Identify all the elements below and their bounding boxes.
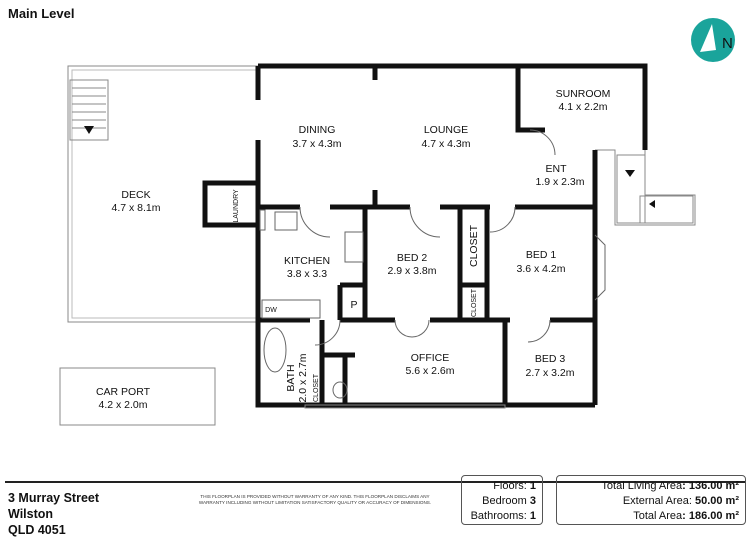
room-bed1: BED 1 [526, 249, 557, 261]
total-area-label: Total Area [633, 510, 683, 522]
floor-plan: N [59, 18, 735, 426]
footer-divider [5, 481, 745, 483]
room-lounge-size: 4.7 x 4.3m [421, 138, 470, 150]
room-deck-size: 4.7 x 8.1m [111, 202, 160, 214]
living-area-label: Total Living Area [601, 480, 683, 492]
room-closet-bed2: CLOSET [468, 224, 480, 267]
room-carport-size: 4.2 x 2.0m [98, 399, 147, 411]
address-state-postcode: QLD 4051 [8, 523, 66, 537]
floor-title: Main Level [8, 6, 75, 21]
room-kitchen: KITCHEN [284, 255, 330, 267]
bedroom-value: 3 [529, 495, 536, 507]
room-deck: DECK [121, 189, 150, 201]
room-dining-size: 3.7 x 4.3m [292, 138, 341, 150]
bathrooms-label: Bathrooms: [470, 510, 530, 522]
room-labels: DINING 3.7 x 4.3m LOUNGE 4.7 x 4.3m SUNR… [96, 88, 610, 411]
room-sunroom: SUNROOM [556, 88, 611, 100]
bathrooms-value: 1 [529, 510, 536, 522]
room-bath: BATH [285, 364, 297, 391]
floors-label: Floors: [493, 480, 530, 492]
room-office: OFFICE [411, 352, 450, 364]
compass: N [691, 18, 735, 62]
room-lounge: LOUNGE [424, 124, 468, 136]
room-ent-size: 1.9 x 2.3m [535, 176, 584, 188]
room-ent: ENT [546, 163, 568, 175]
deck-outline [59, 65, 696, 426]
external-area-value: 50.00 m² [694, 495, 739, 507]
room-bath-size: 2.0 x 2.7m [297, 353, 309, 402]
area-summary-box: Total Living Area: 136.00 m² External Ar… [556, 475, 746, 525]
room-bed2: BED 2 [397, 252, 428, 264]
living-area-value: : 136.00 m² [682, 480, 739, 492]
disclaimer: THIS FLOORPLAN IS PROVIDED WITHOUT WARRA… [198, 494, 432, 505]
room-counts-box: Floors: 1 Bedroom 3 Bathrooms: 1 [461, 475, 543, 525]
floors-value: 1 [529, 480, 536, 492]
bedroom-label: Bedroom [482, 495, 530, 507]
room-laundry: LAUNDRY [233, 189, 240, 223]
room-closet-bed1: CLOSET [471, 288, 478, 317]
total-area-value: : 186.00 m² [682, 510, 739, 522]
room-dining: DINING [299, 124, 336, 136]
room-bed1-size: 3.6 x 4.2m [516, 263, 565, 275]
room-bed3-size: 2.7 x 3.2m [525, 367, 574, 379]
room-carport: CAR PORT [96, 386, 151, 398]
arrows [84, 126, 655, 208]
north-compass-icon: N [722, 35, 733, 52]
address: 3 Murray Street Wilston QLD 4051 [8, 490, 99, 538]
fixtures [259, 129, 606, 409]
room-kitchen-size: 3.8 x 3.3 [287, 268, 327, 280]
room-bed3: BED 3 [535, 353, 566, 365]
external-area-label: External Area: [622, 495, 695, 507]
room-pantry: P [350, 299, 357, 311]
room-sunroom-size: 4.1 x 2.2m [558, 101, 607, 113]
room-bed2-size: 2.9 x 3.8m [387, 265, 436, 277]
room-office-size: 5.6 x 2.6m [405, 365, 454, 377]
address-suburb: Wilston [8, 507, 54, 521]
dishwasher-label: DW [265, 307, 277, 314]
address-street: 3 Murray Street [8, 491, 100, 505]
room-closet-bath: CLOSET [313, 373, 320, 402]
